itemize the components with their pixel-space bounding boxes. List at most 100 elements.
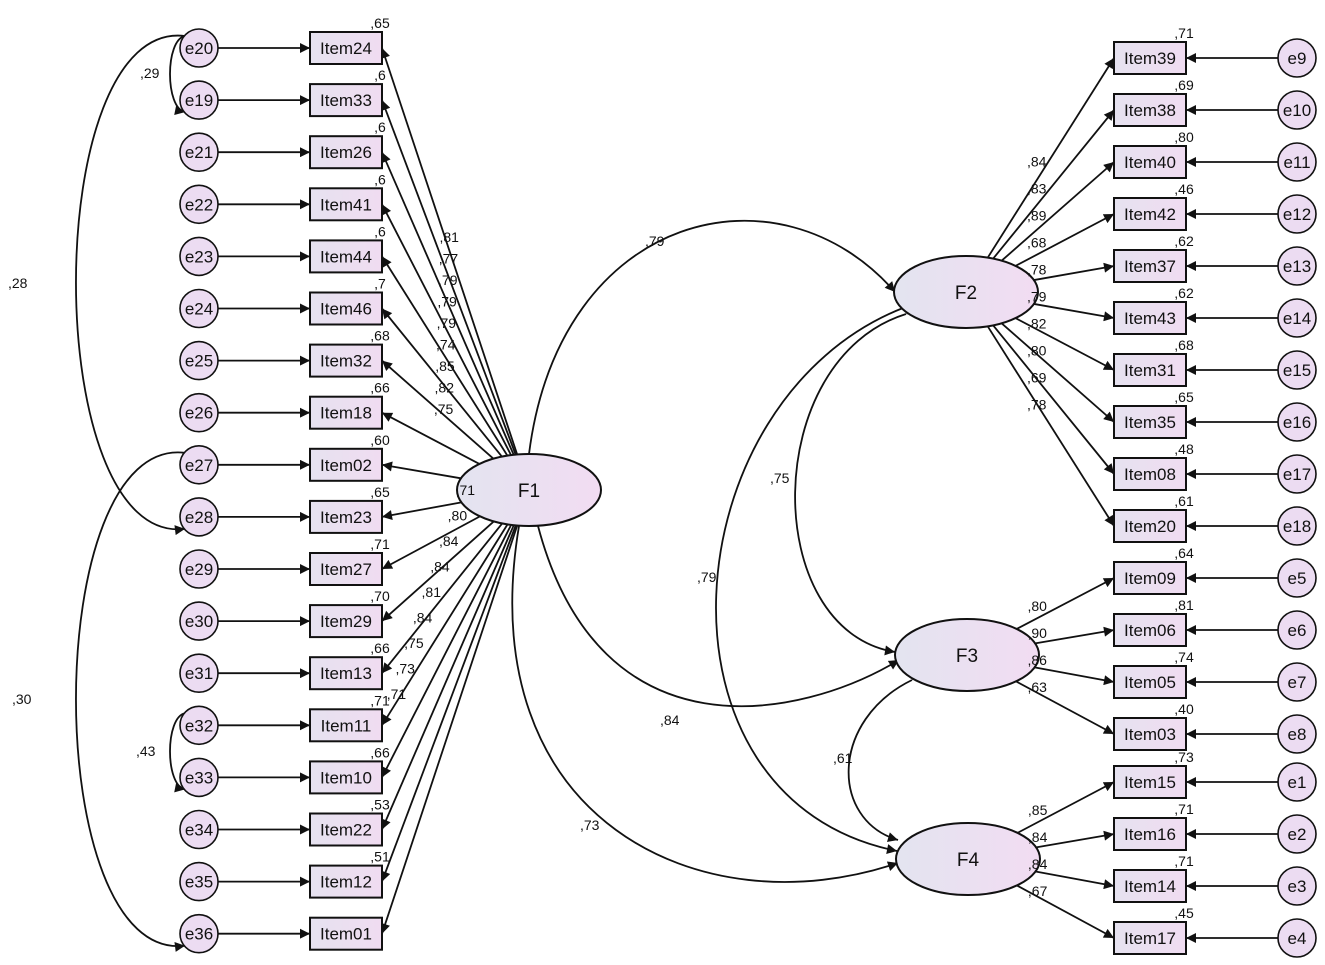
r2-label: ,64 (1174, 545, 1194, 561)
covariance-e32-e33 (169, 706, 196, 793)
error-circle (179, 601, 219, 641)
loading-path-item13 (381, 522, 503, 674)
loading-path-item42 (1015, 213, 1115, 267)
error-e15: e15 (1277, 350, 1317, 390)
loading-label: ,78 (1027, 397, 1047, 413)
item-box (1113, 145, 1187, 179)
error-label: e7 (1288, 673, 1307, 692)
error-e21: e21 (179, 132, 219, 172)
r2-label: ,73 (1174, 749, 1194, 765)
error-e12: e12 (1277, 194, 1317, 234)
error-circle (179, 392, 219, 433)
latent-label: F4 (957, 850, 980, 871)
error-circle (1277, 762, 1317, 802)
error-circle (1277, 918, 1317, 958)
r2-label: ,71 (1174, 25, 1194, 41)
r2-label: ,71 (370, 692, 390, 708)
item-item24: Item24 (309, 31, 383, 65)
error-e31: e31 (179, 653, 219, 694)
loading-path-item22 (381, 524, 515, 830)
loading-path-item16 (1035, 830, 1115, 849)
loading-label: ,75 (404, 635, 424, 651)
item-box (309, 447, 383, 482)
loading-path-item32 (381, 359, 495, 460)
latent-f1: F1 (456, 453, 602, 527)
loading-path-item44 (381, 255, 509, 457)
r2-label: ,80 (1174, 129, 1194, 145)
covariance-label: ,43 (136, 743, 156, 759)
loading-label: ,84 (1028, 829, 1048, 845)
error-circle (1277, 246, 1317, 286)
loading-path-item02 (381, 461, 462, 480)
error-circle (1277, 814, 1317, 854)
loading-label: ,80 (448, 508, 468, 524)
item-item09: Item09 (1113, 561, 1187, 595)
item-label: Item26 (320, 143, 372, 162)
correlation-label: ,61 (833, 750, 853, 766)
loading-path-item40 (1001, 161, 1115, 262)
item-item17: Item17 (1113, 921, 1187, 955)
r2-label: ,62 (1174, 285, 1194, 301)
r2-label: ,71 (1174, 801, 1194, 817)
r2-label: ,40 (1174, 701, 1194, 717)
error-circle (179, 236, 219, 277)
item-label: Item17 (1124, 929, 1176, 948)
r2-label: ,71 (370, 536, 390, 552)
error-e13: e13 (1277, 246, 1317, 286)
item-label: Item38 (1124, 101, 1176, 120)
loading-label: ,84 (430, 559, 450, 575)
item-box (1113, 509, 1187, 543)
error-e27: e27 (179, 444, 219, 485)
r2-label: ,66 (370, 640, 390, 656)
item-box (1113, 613, 1187, 647)
error-e28: e28 (179, 497, 219, 537)
item-label: Item41 (320, 195, 372, 214)
item-item20: Item20 (1113, 509, 1187, 543)
error-e29: e29 (179, 549, 219, 589)
loading-path-item35 (1001, 322, 1115, 423)
error-e14: e14 (1277, 298, 1317, 338)
error-circle (179, 653, 219, 694)
r2-label: ,6 (374, 119, 386, 135)
item-box (309, 187, 383, 222)
item-label: Item39 (1124, 49, 1176, 68)
loading-path-item09 (1016, 577, 1115, 630)
labels-layer: ,65,81,6,77,6,79,6,79,6,79,7,74,68,85,66… (8, 15, 1194, 921)
error-circle (179, 913, 219, 954)
item-item26: Item26 (309, 135, 383, 170)
item-label: Item15 (1124, 773, 1176, 792)
item-box (1113, 717, 1187, 751)
error-circle (1277, 402, 1317, 442)
r2-label: ,7 (374, 276, 386, 292)
loading-label: ,71 (387, 686, 407, 702)
item-label: Item14 (1124, 877, 1176, 896)
item-item16: Item16 (1113, 817, 1187, 851)
error-circle (179, 549, 219, 589)
item-box (309, 656, 383, 691)
item-item42: Item42 (1113, 197, 1187, 231)
error-label: e29 (185, 560, 213, 579)
latent-f3: F3 (894, 618, 1040, 692)
error-label: e21 (185, 143, 213, 162)
r2-label: ,6 (374, 223, 386, 239)
error-label: e14 (1283, 309, 1311, 328)
item-box (1113, 301, 1187, 335)
error-e35: e35 (179, 861, 219, 902)
correlation-f2-f3 (794, 306, 918, 656)
loading-label: ,85 (435, 358, 455, 374)
error-e11: e11 (1277, 142, 1317, 182)
item-label: Item35 (1124, 413, 1176, 432)
error-e30: e30 (179, 601, 219, 641)
correlation-label: ,73 (580, 817, 600, 833)
error-e26: e26 (179, 392, 219, 433)
item-box (1113, 249, 1187, 283)
error-label: e26 (185, 404, 213, 423)
r2-label: ,74 (1174, 649, 1194, 665)
error-e5: e5 (1277, 558, 1317, 598)
item-box (1113, 665, 1187, 699)
item-box (309, 239, 383, 274)
loading-path-item24 (380, 47, 519, 455)
error-circle (179, 340, 219, 381)
error-circle (179, 705, 219, 746)
error-e8: e8 (1277, 714, 1317, 754)
